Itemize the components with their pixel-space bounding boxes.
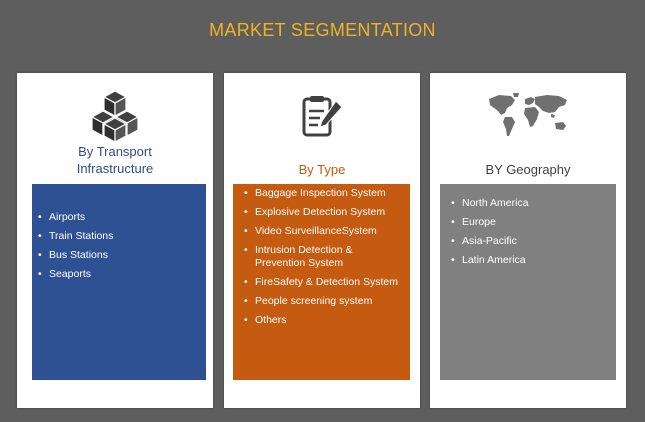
list-item: •People screening system [244,295,373,307]
list-item: •FireSafety & Detection System [244,276,398,288]
list-item: •Others [244,314,287,326]
type-list: •Baggage Inspection System •Explosive De… [233,184,410,327]
segment-card-transport: By Transport Infrastructure •Airports •T… [17,73,213,408]
list-item: •Baggage Inspection System [244,187,386,199]
transport-list: •Airports •Train Stations •Bus Stations … [32,184,206,281]
type-list-panel: •Baggage Inspection System •Explosive De… [233,184,410,380]
list-item: •Video SurveillanceSystem [244,225,377,237]
world-map-icon [430,91,626,139]
geography-list-panel: •North America •Europe •Asia-Pacific •La… [440,184,616,380]
list-item: •Bus Stations [38,249,108,261]
transport-list-panel: •Airports •Train Stations •Bus Stations … [32,184,206,380]
segment-heading-transport: By Transport Infrastructure [17,143,213,177]
geography-list: •North America •Europe •Asia-Pacific •La… [440,184,616,267]
list-item: •Explosive Detection System [244,206,386,218]
segment-card-type: By Type •Baggage Inspection System •Expl… [224,73,420,408]
segment-heading-geography: BY Geography [485,162,571,177]
list-item: •Asia-Pacific [451,235,517,247]
list-item: •Seaports [38,268,92,280]
document-pen-icon [224,93,420,141]
heading-line-2: Infrastructure [76,161,154,176]
heading-line-1: By Transport [78,144,152,159]
segment-card-geography: BY Geography •North America •Europe •Asi… [430,73,626,408]
cubes-icon [17,89,213,143]
list-item: •Train Stations [38,230,114,242]
list-item: •Airports [38,211,86,223]
page-title: MARKET SEGMENTATION [209,20,436,40]
list-item: •Intrusion Detection & Prevention System [244,244,353,269]
list-item: •Latin America [451,254,526,266]
list-item: •Europe [451,216,496,228]
list-item: •North America [451,197,529,209]
segment-heading-type: By Type [298,162,346,177]
